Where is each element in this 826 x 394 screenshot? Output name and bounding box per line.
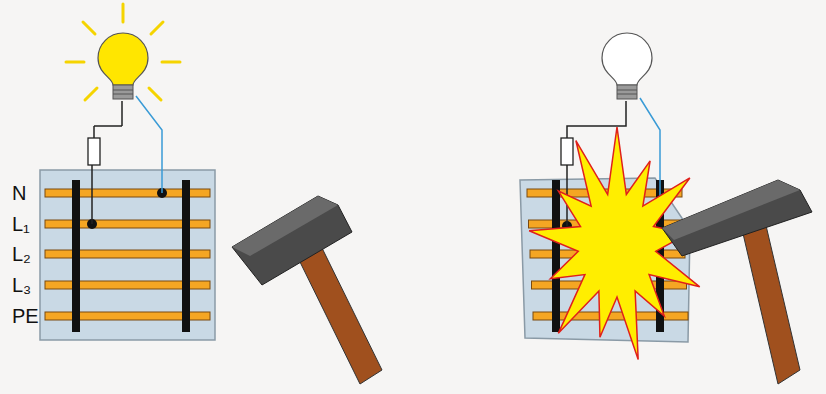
support-bar bbox=[182, 180, 190, 332]
busbar-label: L₃ bbox=[12, 275, 31, 295]
busbar-label: N bbox=[12, 183, 26, 203]
hammer bbox=[662, 180, 812, 384]
dark-bulb bbox=[602, 33, 652, 99]
phase-wire bbox=[94, 125, 122, 127]
busbar-label: L₁ bbox=[12, 214, 30, 234]
support-bar bbox=[72, 180, 80, 332]
phase-wire bbox=[93, 126, 95, 138]
lit-bulb bbox=[66, 4, 180, 100]
support-bar bbox=[552, 180, 560, 332]
neutral-wire bbox=[136, 96, 162, 193]
phase-wire bbox=[121, 101, 123, 126]
busbar-label: L₂ bbox=[12, 244, 31, 264]
busbar-label: PE bbox=[12, 306, 39, 326]
hammer bbox=[232, 196, 382, 384]
phase-wire bbox=[91, 165, 93, 224]
fuse bbox=[561, 138, 573, 165]
fuse bbox=[88, 138, 100, 165]
busbar-panel bbox=[40, 170, 215, 340]
